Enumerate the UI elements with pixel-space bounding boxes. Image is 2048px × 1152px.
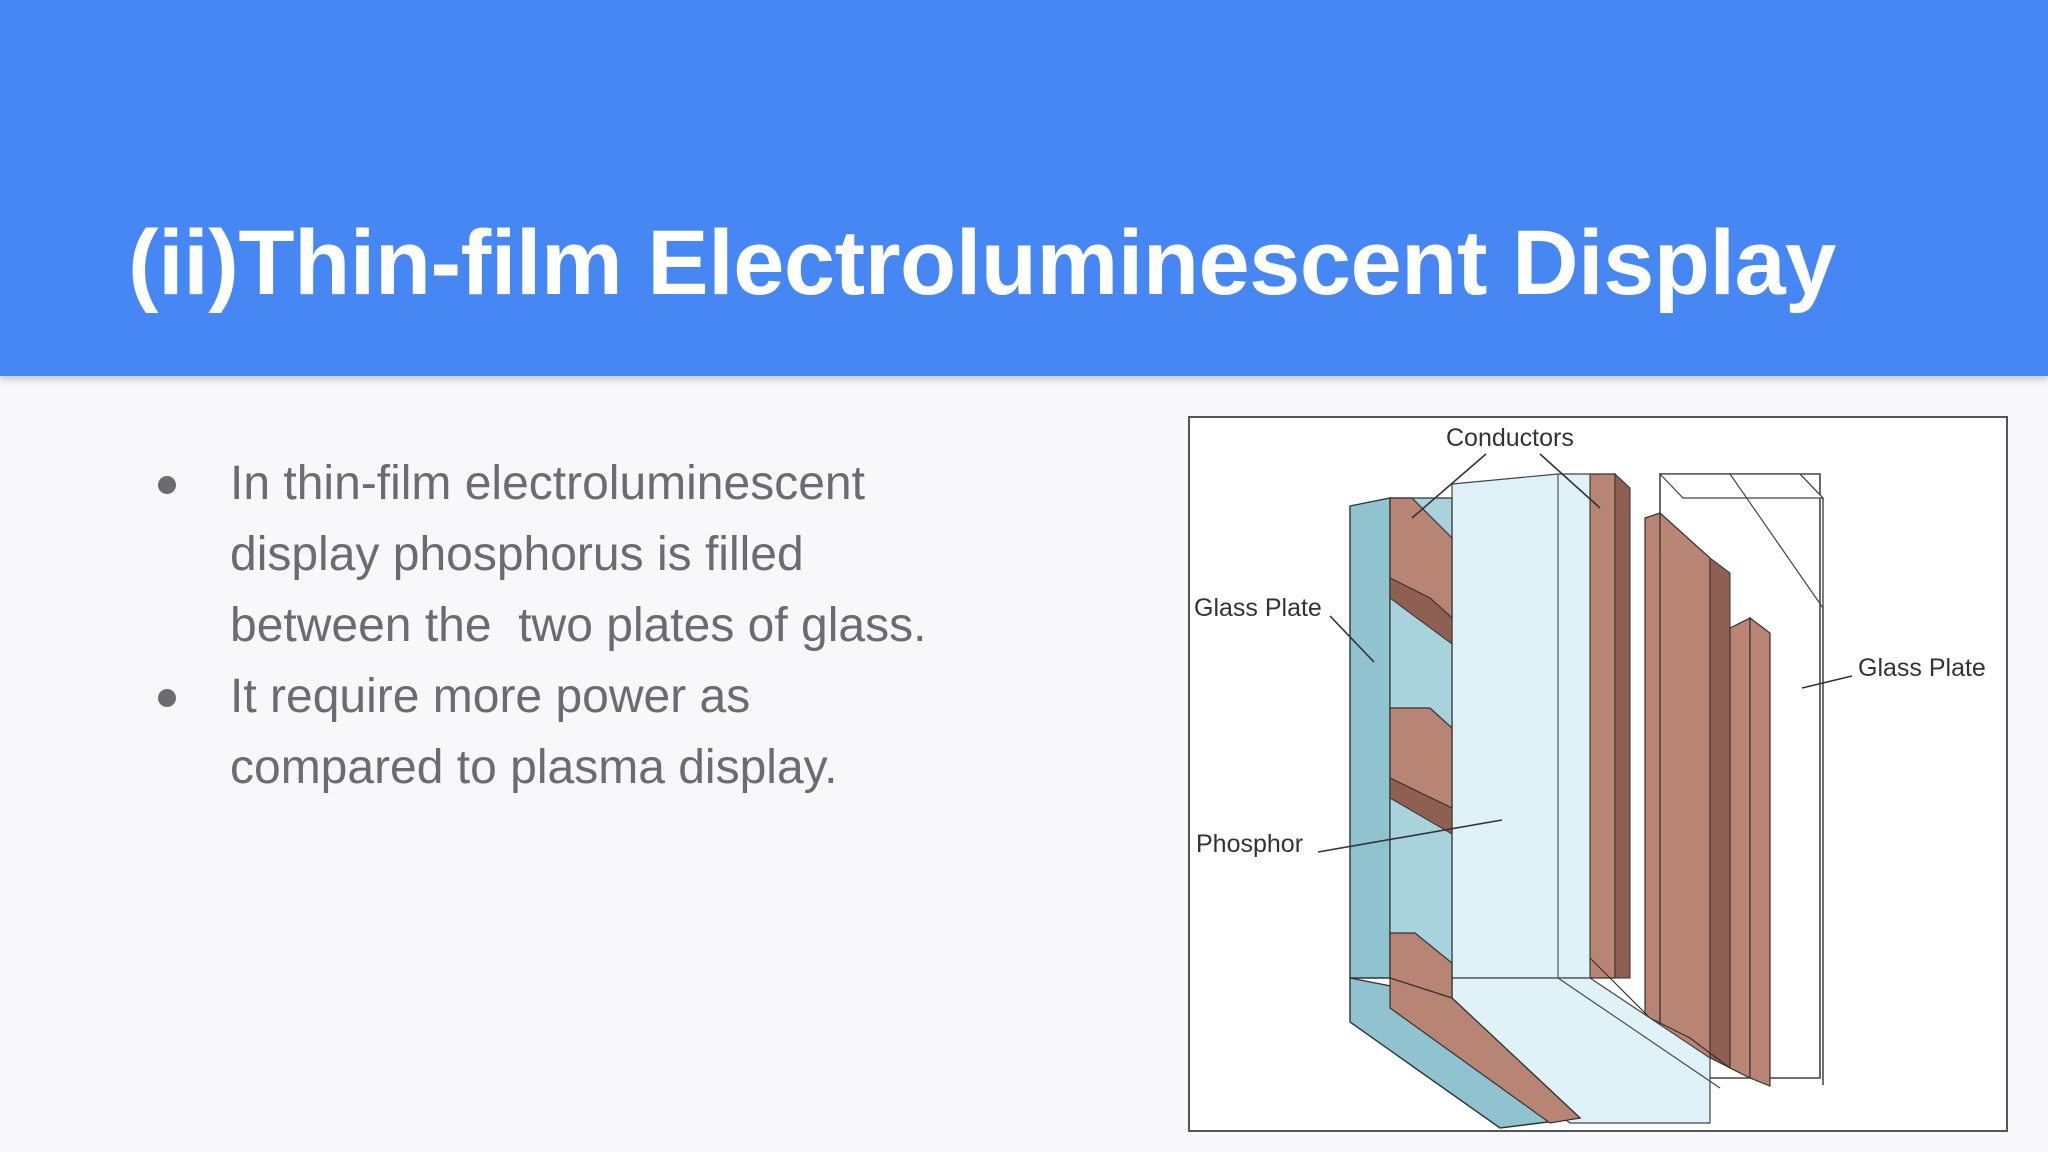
bullet-list: In thin-film electroluminescent display … bbox=[150, 448, 1050, 803]
bullet-text-line: between the two plates of glass. bbox=[230, 599, 927, 652]
bullet-text-line: compared to plasma display. bbox=[230, 741, 838, 794]
bullet-text-line: It require more power as bbox=[230, 670, 751, 723]
slide-title: (ii)Thin-film Electroluminescent Display bbox=[128, 212, 1836, 314]
tfel-diagram: Conductors Glass Plate Glass Plate Phosp… bbox=[1188, 416, 2008, 1132]
bullet-dot-icon bbox=[158, 476, 176, 494]
tfel-diagram-drawing: Conductors Glass Plate Glass Plate Phosp… bbox=[1194, 424, 1986, 1129]
right-conductors bbox=[1589, 472, 1771, 1087]
title-bar: (ii)Thin-film Electroluminescent Display bbox=[0, 0, 2048, 376]
bullet-text-line: In thin-film electroluminescent bbox=[230, 457, 865, 510]
bullet-item: It require more power as compared to pla… bbox=[150, 661, 1050, 803]
label-conductors: Conductors bbox=[1446, 424, 1574, 452]
bullet-dot-icon bbox=[158, 689, 176, 707]
label-glass-plate-right: Glass Plate bbox=[1858, 654, 1986, 682]
leader-lines bbox=[1317, 453, 1853, 853]
bullet-text-line: display phosphorus is filled bbox=[230, 528, 804, 581]
label-phosphor: Phosphor bbox=[1196, 830, 1303, 858]
left-conductors bbox=[1389, 497, 1582, 1124]
label-glass-plate-left: Glass Plate bbox=[1194, 594, 1322, 622]
bullet-item: In thin-film electroluminescent display … bbox=[150, 448, 1050, 661]
